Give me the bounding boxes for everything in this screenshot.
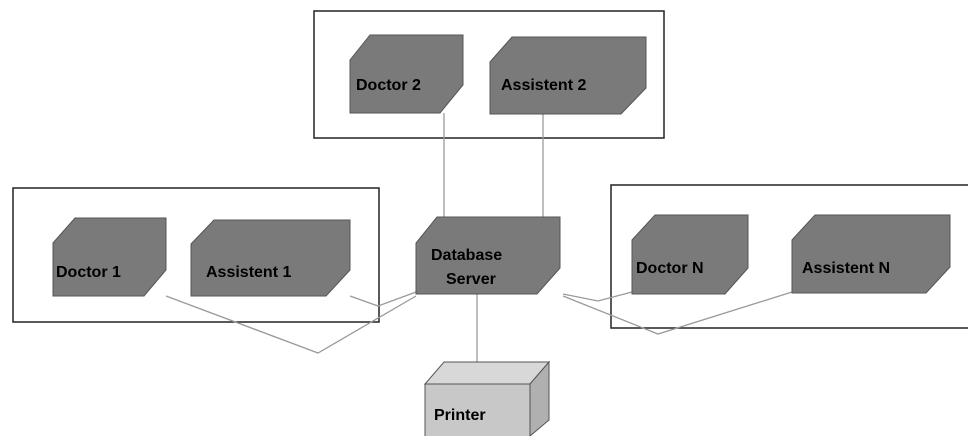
node-assistent-1: Assistent 1 bbox=[190, 219, 351, 297]
database-server-label-line1: Database bbox=[431, 247, 502, 264]
doctor-1-label: Doctor 1 bbox=[56, 264, 121, 281]
node-assistent-n: Assistent N bbox=[791, 214, 951, 294]
node-doctor-n: Doctor N bbox=[631, 214, 749, 295]
assistent-2-label: Assistent 2 bbox=[501, 77, 586, 94]
node-database-server: Database Server bbox=[415, 216, 561, 295]
group-box-left bbox=[12, 187, 380, 323]
link-doctor1-server bbox=[165, 295, 417, 354]
assistent-n-label: Assistent N bbox=[802, 260, 890, 277]
printer-label: Printer bbox=[434, 407, 486, 424]
link-doctorn-server bbox=[562, 291, 633, 302]
node-doctor-1: Doctor 1 bbox=[52, 217, 167, 297]
node-printer: Printer bbox=[423, 360, 551, 436]
database-server-label-line2: Server bbox=[446, 271, 496, 288]
doctor-n-label: Doctor N bbox=[636, 260, 704, 277]
node-doctor-2: Doctor 2 bbox=[349, 34, 464, 114]
connection-lines bbox=[165, 113, 793, 362]
doctor-2-label: Doctor 2 bbox=[356, 77, 421, 94]
group-box-top bbox=[313, 10, 665, 139]
link-assistent1-server bbox=[349, 291, 417, 307]
node-assistent-2: Assistent 2 bbox=[489, 36, 647, 115]
link-assistentn-server bbox=[562, 291, 793, 335]
assistent-1-label: Assistent 1 bbox=[206, 264, 291, 281]
group-box-right bbox=[610, 184, 968, 329]
